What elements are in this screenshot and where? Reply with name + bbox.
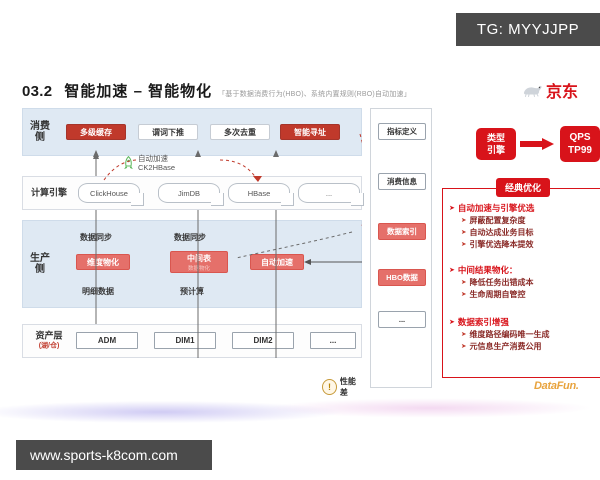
consumption-layer-label: 消费侧	[30, 121, 50, 143]
asset-dim1[interactable]: DIM1	[154, 332, 216, 349]
sync-label-2: 数据同步	[174, 233, 206, 242]
meta-metric-definition[interactable]: 指标定义	[378, 123, 426, 140]
opt-item-text: 降低任务出错成本	[469, 278, 534, 287]
engine-more[interactable]: ...	[298, 183, 364, 206]
right-arrow-icon	[520, 138, 554, 150]
opt-group-2-head: ➤ 中间结果物化：	[449, 265, 599, 276]
optimization-panel: ➤ 自动加速与引擎优选 ➤ 屏蔽配置复杂度 ➤ 自动达成业务目标 ➤ 引擎优选降…	[442, 188, 600, 378]
opt-group-1: ➤ 自动加速与引擎优选 ➤ 屏蔽配置复杂度 ➤ 自动达成业务目标 ➤ 引擎优选降…	[449, 203, 599, 250]
opt-group-2-head-text: 中间结果物化：	[457, 265, 518, 275]
meta-consumption-info[interactable]: 消费信息	[378, 173, 426, 190]
asset-more[interactable]: ...	[310, 332, 356, 349]
caret-icon: ➤	[449, 319, 455, 326]
chip-multi-dedup[interactable]: 多次去重	[210, 124, 270, 140]
slide-canvas: 03.2 智能加速 – 智能物化 「基于数据消费行为(HBO)、系统内置规则(R…	[14, 72, 600, 402]
caret-icon: ➤	[461, 241, 467, 248]
stage-label-precompute: 预计算	[180, 287, 204, 296]
opt-item-text: 屏蔽配置复杂度	[469, 216, 526, 225]
caret-icon: ➤	[461, 343, 467, 350]
rocket-icon	[124, 155, 133, 169]
performance-warning-label: 性能差	[339, 377, 356, 397]
opt-item: ➤ 屏蔽配置复杂度	[461, 216, 599, 226]
opt-item-text: 维度路径编码唯一生成	[469, 330, 550, 339]
type-engine-line1: 类型	[486, 133, 505, 143]
chip-intermediate-table-main: 中间表	[187, 253, 211, 263]
optimization-panel-title: 经典优化	[496, 178, 551, 197]
engine-layer-label: 计算引擎	[30, 187, 67, 198]
opt-item-text: 生命周期自管控	[469, 290, 526, 299]
chip-intermediate-table[interactable]: 中间表 数据物化	[170, 251, 228, 273]
stage-label-detail-data: 明细数据	[82, 287, 114, 296]
datafun-credit-text: DataFun.	[534, 380, 579, 392]
slide-subtitle: 「基于数据消费行为(HBO)、系统内置规则(RBO)自动加速」	[218, 91, 411, 98]
meta-hbo-data[interactable]: HBO数据	[378, 269, 426, 286]
datafun-credit: DataFun.	[534, 380, 579, 392]
engine-hbase[interactable]: HBase	[228, 183, 294, 206]
opt-item: ➤ 降低任务出错成本	[461, 278, 599, 288]
opt-group-2: ➤ 中间结果物化： ➤ 降低任务出错成本 ➤ 生命周期自管控	[449, 265, 599, 300]
qps-line1: QPS	[569, 132, 591, 143]
brand-name: 京东	[546, 84, 579, 101]
chip-smart-addressing[interactable]: 智能寻址	[280, 124, 340, 140]
chip-multi-level-cache[interactable]: 多级缓存	[66, 124, 126, 140]
asset-layer-label-sub: (湖/仓)	[38, 342, 60, 350]
auto-accel-badge: 自动加速 CK2HBase	[122, 152, 226, 174]
auto-accel-line1: 自动加速	[138, 154, 168, 163]
caret-icon: ➤	[449, 267, 455, 274]
meta-more[interactable]: ...	[378, 311, 426, 328]
caret-icon: ➤	[449, 205, 455, 212]
asset-layer-label: 资产层 (湖/仓)	[26, 331, 72, 352]
slide-number: 03.2	[22, 83, 53, 100]
opt-item: ➤ 维度路径编码唯一生成	[461, 330, 599, 340]
brand-logo: 京东	[522, 78, 578, 102]
decorative-glow	[0, 392, 600, 432]
opt-item: ➤ 引擎优选降本提效	[461, 240, 599, 250]
architecture-diagram: 消费侧 多级缓存 谓词下推 多次去重 智能寻址 自动加速 CK2HBase 计算…	[22, 108, 364, 397]
caret-icon: ➤	[461, 291, 467, 298]
opt-group-3-head-text: 数据索引增强	[457, 317, 509, 327]
caret-icon: ➤	[461, 229, 467, 236]
chip-predicate-pushdown[interactable]: 谓词下推	[138, 124, 198, 140]
opt-group-3: ➤ 数据索引增强 ➤ 维度路径编码唯一生成 ➤ 元信息生产消费公用	[449, 317, 599, 352]
jd-dog-icon	[523, 85, 542, 97]
caret-icon: ➤	[461, 331, 467, 338]
asset-dim2[interactable]: DIM2	[232, 332, 294, 349]
type-engine-line2: 引擎	[486, 145, 505, 155]
warning-coin-icon: !	[322, 379, 337, 395]
chip-intermediate-table-sub: 数据物化	[187, 265, 210, 272]
caret-icon: ➤	[461, 279, 467, 286]
sync-label-1: 数据同步	[80, 233, 112, 242]
asset-layer-label-main: 资产层	[35, 330, 63, 341]
opt-item: ➤ 元信息生产消费公用	[461, 342, 599, 352]
metadata-column: 指标定义 消费信息 数据索引 HBO数据 ...	[370, 108, 432, 388]
performance-warning-badge: ! 性能差	[322, 376, 362, 398]
opt-group-3-head: ➤ 数据索引增强	[449, 317, 599, 328]
chip-auto-accelerate[interactable]: 自动加速	[250, 254, 304, 270]
opt-item-text: 元信息生产消费公用	[469, 342, 542, 351]
slide-header: 03.2 智能加速 – 智能物化 「基于数据消费行为(HBO)、系统内置规则(R…	[22, 80, 411, 101]
type-engine-box[interactable]: 类型 引擎	[476, 128, 516, 160]
engine-jimdb[interactable]: JimDB	[158, 183, 224, 206]
caret-icon: ➤	[461, 217, 467, 224]
opt-item: ➤ 自动达成业务目标	[461, 228, 599, 238]
page-title: 智能加速 – 智能物化	[64, 83, 213, 100]
meta-data-index[interactable]: 数据索引	[378, 223, 426, 240]
qps-tp99-box[interactable]: QPS TP99	[560, 126, 600, 162]
opt-item-text: 自动达成业务目标	[469, 228, 534, 237]
auto-accel-line2: CK2HBase	[138, 163, 176, 172]
opt-item: ➤ 生命周期自管控	[461, 290, 599, 300]
site-watermark-text: www.sports-k8com.com	[30, 447, 178, 463]
site-watermark: www.sports-k8com.com	[16, 440, 212, 470]
tg-watermark-badge: TG: MYYJJPP	[456, 13, 600, 46]
engine-clickhouse[interactable]: ClickHouse	[78, 183, 144, 206]
asset-adm[interactable]: ADM	[76, 332, 138, 349]
chip-dimension-materialize[interactable]: 维度物化	[76, 254, 130, 270]
production-layer-label: 生产侧	[30, 253, 50, 275]
tg-badge-text: TG: MYYJJPP	[476, 21, 580, 38]
opt-group-1-head: ➤ 自动加速与引擎优选	[449, 203, 599, 214]
auto-accel-badge-text: 自动加速 CK2HBase	[138, 154, 175, 172]
qps-line2: TP99	[568, 145, 592, 156]
opt-item-text: 引擎优选降本提效	[469, 240, 534, 249]
opt-group-1-head-text: 自动加速与引擎优选	[457, 203, 535, 213]
